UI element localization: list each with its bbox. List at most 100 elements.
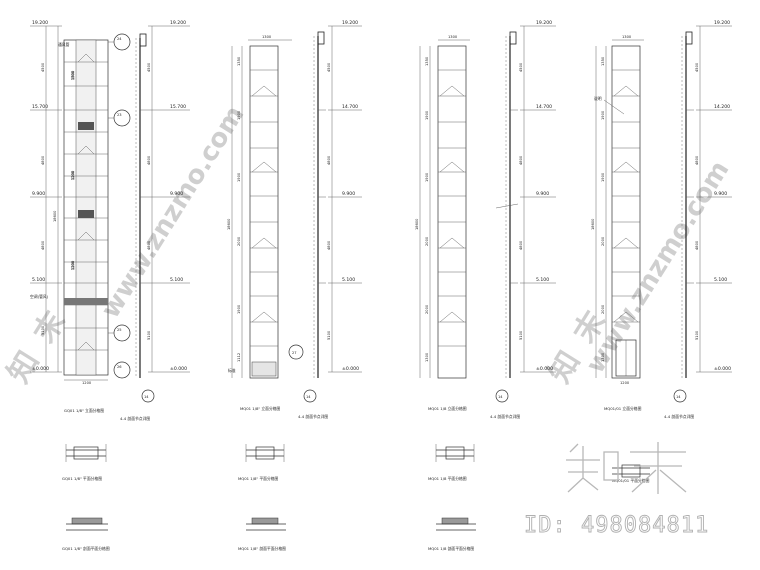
panel-c-sub-1: 1350: [425, 56, 429, 66]
panel-b-level-2: 14.700: [342, 104, 358, 110]
watermark-text-2: www.znzmo.com: [580, 156, 735, 379]
panel-d-dim-2: 4800: [695, 155, 699, 165]
panel-a-dim-1: 4500: [41, 62, 45, 72]
brand-logo: ID: 498084811: [524, 442, 709, 538]
panel-d-overall: 18600: [591, 218, 595, 230]
panel-c-level-3: 9.900: [536, 191, 549, 197]
panel-c-level-1: 19.200: [536, 20, 552, 26]
panel-a-sect-caption: 4-4 剖面节点详图: [120, 416, 150, 421]
panel-d-sub-6: 1300: [601, 352, 605, 362]
panel-a-sect-level-3: 9.900: [170, 191, 183, 197]
panel-b-axis-bubble: 14: [306, 395, 311, 399]
panel-b-plan-detail-1: MQ01 1/8" 平面分格图: [238, 444, 285, 481]
panel-a-note-2: 空调(管风): [30, 294, 49, 299]
panel-b-dim-4: 5100: [327, 330, 331, 340]
panel-b-sub-3: 1900: [237, 172, 241, 182]
panel-d-sub-3: 1900: [601, 172, 605, 182]
panel-d-level-2: 14.200: [714, 104, 730, 110]
panel-d-level-4: 5.100: [714, 277, 727, 283]
panel-c-grid: [438, 69, 466, 347]
panel-d-ground-dim: 1200: [620, 381, 630, 385]
panel-a-level-1: 19.200: [32, 20, 48, 26]
panel-c-sub-4: 2000: [425, 236, 429, 246]
panel-a-sect-level-5: ±0.000: [170, 366, 187, 372]
panel-a-overall: 18600: [53, 210, 57, 222]
panel-a-plan-detail-2: GQ01 1/8" 剖面平面分格图: [62, 517, 110, 551]
panel-a: 19.200 15.700 9.900 5.100 ±0.000 4500 48…: [30, 20, 190, 551]
panel-c-dim-3: 4800: [519, 240, 523, 250]
panel-d-section: 19.200 14.200 9.900 5.100 ±0.000 4500 48…: [673, 20, 732, 403]
panel-a-sect-dim-3: 4800: [147, 240, 151, 250]
brand-logo-glyph: [566, 442, 687, 494]
panel-b-plan-detail-2: MQ01 1/8" 剖面平面分格图: [238, 517, 286, 551]
panel-c-level-2: 14.700: [536, 104, 552, 110]
panel-a-callouts: 24 23 25 26: [108, 33, 131, 379]
panel-c-dim-1: 4500: [519, 62, 523, 72]
panel-d-elev-caption: MQ01/01 立面分格图: [604, 406, 642, 411]
panel-c-elev-caption: MQ01 1/8 立面分格图: [428, 406, 467, 411]
brand-id: ID: 498084811: [524, 513, 709, 538]
callout-25: 25: [117, 328, 122, 332]
panel-b-sub-5: 1900: [237, 304, 241, 314]
panel-c-width: 1300: [448, 35, 458, 39]
panel-a-note-1: 通风管: [58, 42, 70, 47]
panel-b-overall: 18600: [227, 218, 231, 230]
panel-a-plan-detail-1: GQ01 1/8" 平面分格图: [62, 444, 107, 481]
panel-d-level-3: 9.900: [714, 191, 727, 197]
panel-d-sub-1: 1350: [601, 56, 605, 66]
panel-b-dim-2: 4800: [327, 155, 331, 165]
panel-b-note: 标准: [228, 368, 236, 373]
panel-b-grid: [250, 69, 278, 347]
panel-d-sub-4: 2000: [601, 236, 605, 246]
panel-c-dim-4: 5100: [519, 330, 523, 340]
panel-c: 1300 18600 1350 1900 1900 2000 2000 1300: [415, 20, 556, 551]
panel-a-triangles: [77, 53, 95, 351]
panel-a-level-3: 9.900: [32, 191, 45, 197]
panel-c-overall: 18600: [415, 218, 419, 230]
panel-c-detail-top-caption: MQ01 1/8 平面分格图: [428, 476, 467, 481]
panel-b-sub-6: 1112: [237, 353, 241, 362]
panel-c-detail-bot-caption: MQ01 1/8 剖面平面分格图: [428, 546, 474, 551]
panel-d-dim-1: 4500: [695, 62, 699, 72]
panel-b-sect-caption: 4-4 剖面节点详图: [298, 414, 328, 419]
panel-d-sub-5: 2000: [601, 304, 605, 314]
panel-b-section: 19.200 14.700 9.900 5.100 ±0.000 4500 48…: [303, 20, 362, 403]
panel-d-elevation-frame: [611, 45, 641, 379]
panel-a-dim-5: 5100: [41, 325, 45, 335]
panel-b-sub-4: 2000: [237, 236, 241, 246]
panel-d-dim-3: 4800: [695, 240, 699, 250]
panel-c-plan-detail-2: MQ01 1/8 剖面平面分格图: [428, 517, 476, 551]
panel-c-level-5: ±0.000: [536, 366, 553, 372]
panel-a-level-4: 5.100: [32, 277, 45, 283]
panel-c-elevation-frame: [437, 45, 467, 379]
panel-b: 1300 18600 1350 1900 1900 2000 1900 1112…: [227, 20, 362, 551]
panel-b-sub-1: 1350: [237, 56, 241, 66]
panel-b-level-3: 9.900: [342, 191, 355, 197]
panel-a-detail-top-caption: GQ01 1/8" 平面分格图: [62, 476, 102, 481]
panel-d: 1300 18600 1350 1900 1900 2000 2000 1300…: [591, 20, 732, 483]
panel-a-detail-bot-caption: GQ01 1/8" 剖面平面分格图: [62, 546, 110, 551]
panel-b-width: 1300: [262, 35, 272, 39]
panel-c-sect-caption: 4-4 剖面节点详图: [490, 414, 520, 419]
panel-a-level-5: ±0.000: [32, 366, 49, 372]
panel-d-sect-caption: 4-4 剖面节点详图: [664, 414, 694, 419]
panel-b-elevation-frame: [249, 45, 279, 379]
callout-26: 26: [117, 365, 122, 369]
panel-a-sect-dim-4: 5100: [147, 330, 151, 340]
panel-d-sub-2: 1900: [601, 110, 605, 120]
callout-23: 23: [117, 113, 122, 117]
panel-a-sect-level-2: 15.700: [170, 104, 186, 110]
watermark-text-1: www.znzmo.com: [95, 101, 250, 324]
panel-d-axis-bubble: 14: [676, 395, 681, 399]
watermark-layer: www.znzmo.com www.znzmo.com 知 末 知 末: [1, 101, 735, 390]
panel-b-elev-caption: MQ01 1/8" 立面分格图: [240, 406, 281, 411]
panel-c-section: 19.200 14.700 9.900 5.100 ±0.000 4500 48…: [495, 20, 556, 403]
panel-b-sub-2: 1900: [237, 110, 241, 120]
panel-a-sect-dim-1: 4500: [147, 62, 151, 72]
panel-b-dim-3: 4800: [327, 240, 331, 250]
panel-d-note: 说明: [594, 96, 602, 101]
panel-d-level-5: ±0.000: [714, 366, 731, 372]
panel-a-sect-level-1: 19.200: [170, 20, 186, 26]
panel-a-sub-dim-1: 1500: [71, 70, 75, 80]
